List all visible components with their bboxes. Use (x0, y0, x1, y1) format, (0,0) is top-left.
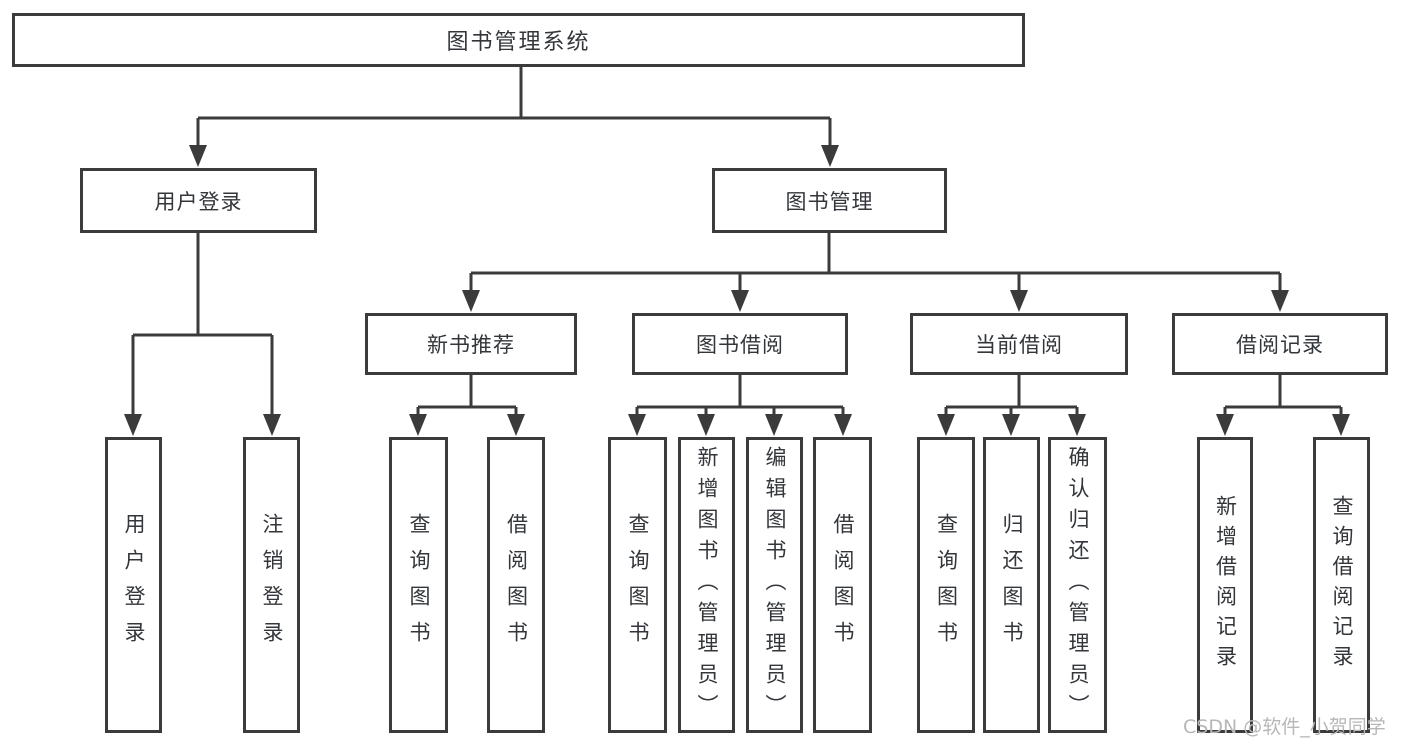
node-leaf-add-book-admin: 新增图书（管理员） (678, 437, 735, 733)
node-book-borrow-label: 图书借阅 (696, 333, 784, 357)
csdn-watermark: CSDN @软件_小贺同学 (1183, 716, 1386, 738)
node-leaf-logout: 注销登录 (243, 437, 300, 733)
node-user-login-label: 用户登录 (154, 189, 243, 214)
node-user-login: 用户登录 (80, 168, 317, 233)
node-current-borrow: 当前借阅 (910, 313, 1128, 375)
node-book-management-label: 图书管理 (785, 189, 874, 214)
node-leaf-query-books-3: 查询图书 (917, 437, 975, 733)
node-borrow-records: 借阅记录 (1172, 313, 1388, 375)
node-leaf-return-books: 归还图书 (983, 437, 1040, 733)
node-leaf-borrow-books-2: 借阅图书 (813, 437, 872, 733)
node-new-book-recommend-label: 新书推荐 (427, 333, 515, 357)
node-leaf-confirm-return-admin: 确认归还（管理员） (1048, 437, 1107, 733)
node-leaf-edit-book-admin: 编辑图书（管理员） (746, 437, 803, 733)
node-new-book-recommend: 新书推荐 (365, 313, 577, 375)
node-borrow-records-label: 借阅记录 (1236, 333, 1324, 357)
node-leaf-query-books-2: 查询图书 (608, 437, 667, 733)
node-leaf-add-borrow-record: 新增借阅记录 (1197, 437, 1253, 733)
root-node-label: 图书管理系统 (446, 30, 591, 55)
node-leaf-query-books-1: 查询图书 (389, 437, 448, 733)
node-book-management: 图书管理 (712, 168, 947, 233)
node-book-borrow: 图书借阅 (632, 313, 848, 375)
node-leaf-query-borrow-record: 查询借阅记录 (1313, 437, 1370, 733)
node-leaf-user-login: 用户登录 (105, 437, 162, 733)
node-current-borrow-label: 当前借阅 (975, 333, 1063, 357)
node-leaf-borrow-books-1: 借阅图书 (487, 437, 545, 733)
node-library-management-system: 图书管理系统 (12, 13, 1025, 67)
